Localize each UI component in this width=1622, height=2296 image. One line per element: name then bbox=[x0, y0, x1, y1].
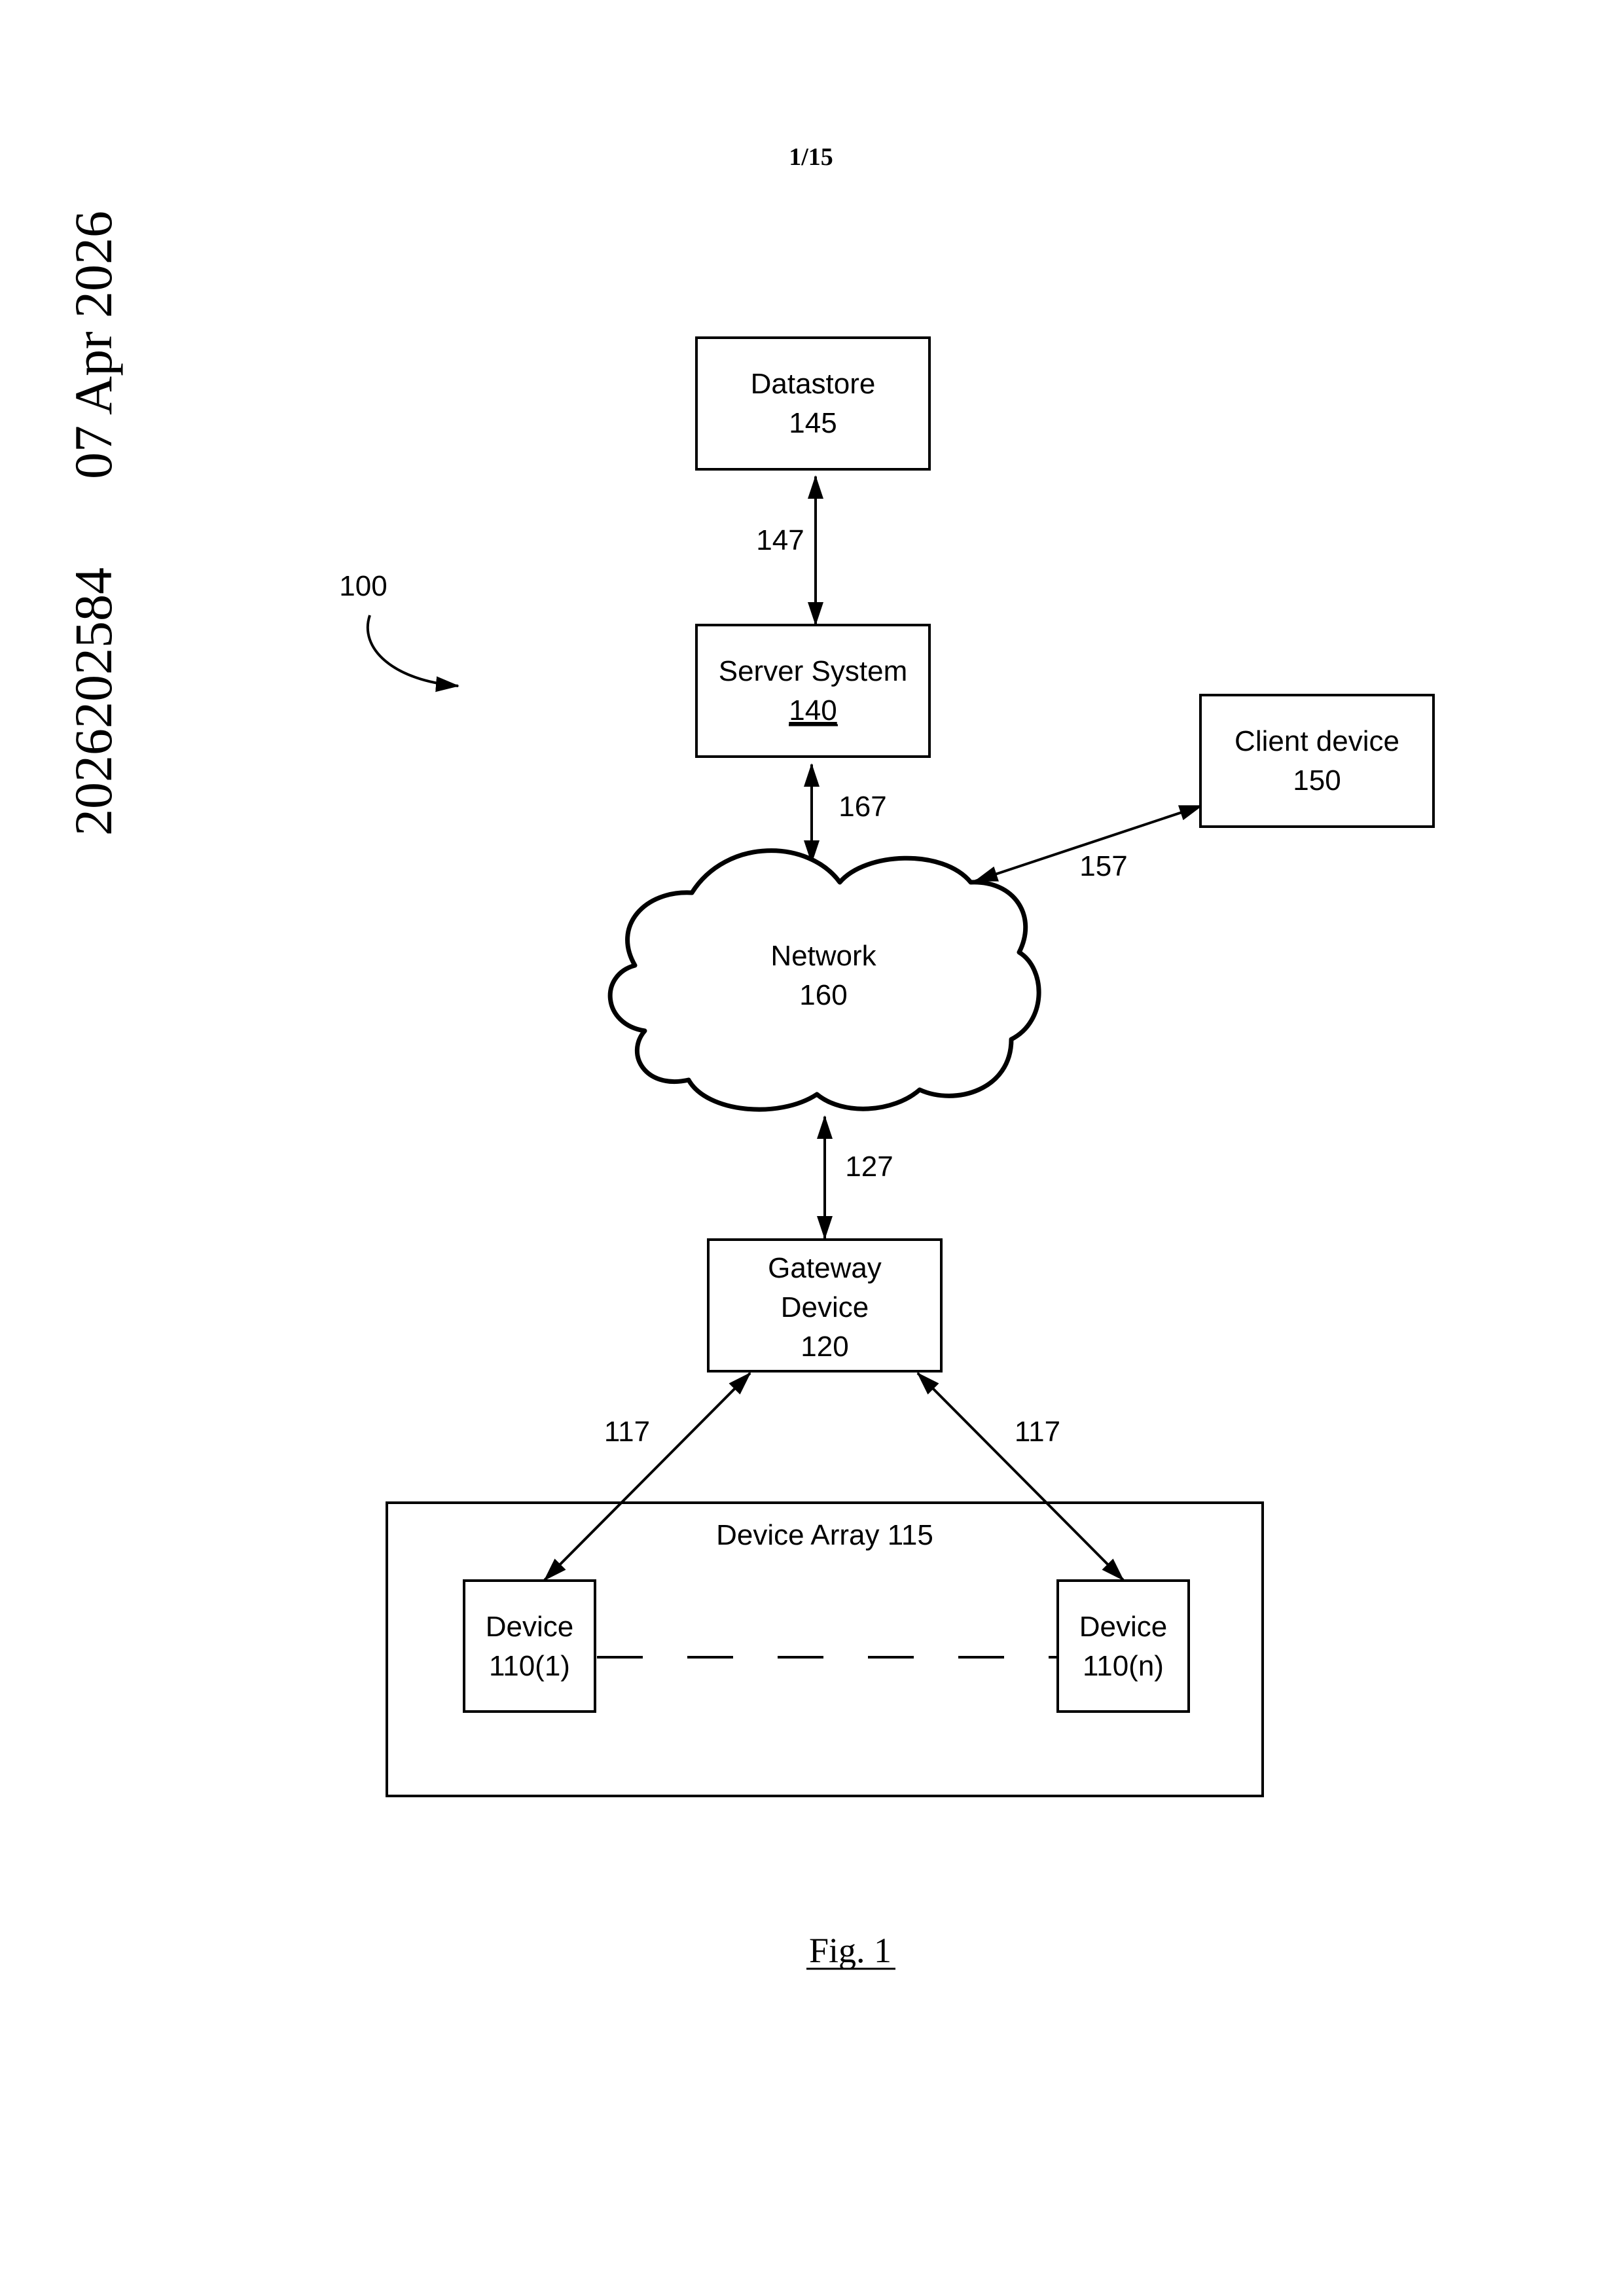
device-n-number: 110(n) bbox=[1083, 1650, 1164, 1682]
device-array-label: Device Array 115 bbox=[716, 1519, 933, 1551]
figure-reference-arrow bbox=[368, 615, 458, 686]
server-system-number: 140 bbox=[789, 694, 837, 726]
device-1-label: Device bbox=[486, 1611, 574, 1643]
datastore-number: 145 bbox=[789, 407, 837, 439]
gateway-label-line1: Gateway bbox=[768, 1252, 882, 1284]
device-1-number: 110(1) bbox=[489, 1650, 570, 1682]
datastore-label: Datastore bbox=[751, 368, 876, 400]
link-label-167: 167 bbox=[838, 791, 886, 823]
datastore-node: Datastore 145 bbox=[696, 338, 929, 469]
client-device-label: Client device bbox=[1235, 725, 1399, 757]
network-cloud-node: Network 160 bbox=[610, 851, 1039, 1109]
device-1-node: Device 110(1) bbox=[464, 1581, 595, 1712]
filing-date: 07 Apr 2026 bbox=[63, 211, 123, 479]
gateway-label-line2: Device bbox=[781, 1291, 869, 1323]
server-system-label: Server System bbox=[719, 655, 908, 687]
network-number: 160 bbox=[799, 979, 847, 1011]
device-n-label: Device bbox=[1079, 1611, 1168, 1643]
gateway-device-node: Gateway Device 120 bbox=[708, 1240, 941, 1371]
link-label-147: 147 bbox=[756, 524, 804, 556]
document-number: 2026202584 bbox=[63, 567, 123, 836]
link-gateway-devicen bbox=[918, 1373, 1123, 1580]
gateway-number: 120 bbox=[801, 1331, 848, 1363]
client-device-node: Client device 150 bbox=[1200, 695, 1433, 827]
device-n-node: Device 110(n) bbox=[1058, 1581, 1189, 1712]
figure-reference-label: 100 bbox=[339, 570, 387, 602]
link-label-157: 157 bbox=[1079, 850, 1127, 882]
figure-caption: Fig. 1 bbox=[809, 1931, 892, 1970]
network-label: Network bbox=[770, 940, 876, 972]
server-system-node: Server System 140 bbox=[696, 625, 929, 757]
page-number: 1/15 bbox=[789, 143, 833, 171]
link-label-117-left: 117 bbox=[604, 1416, 650, 1448]
link-label-127: 127 bbox=[845, 1151, 893, 1183]
client-device-number: 150 bbox=[1293, 764, 1341, 797]
link-label-117-right: 117 bbox=[1015, 1416, 1060, 1448]
